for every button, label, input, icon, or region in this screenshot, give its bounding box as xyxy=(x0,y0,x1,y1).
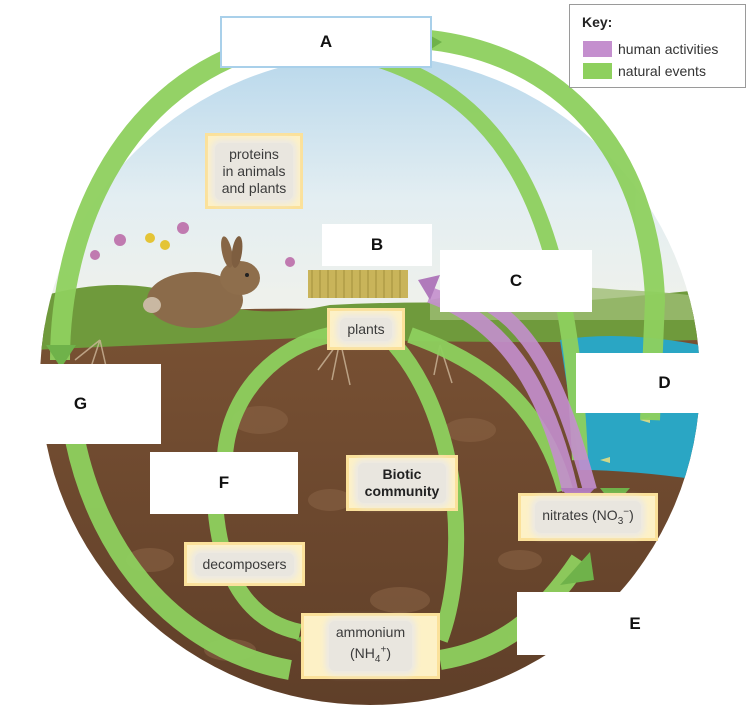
ammonium-formula: (NH4+) xyxy=(350,644,391,665)
human-activities-label: human activities xyxy=(618,41,719,57)
decomposers-label: decomposers xyxy=(184,542,305,586)
legend-key: Key: human activities natural events xyxy=(569,4,746,88)
blank-a[interactable]: A xyxy=(220,16,432,68)
decomposers-text: decomposers xyxy=(202,555,287,572)
blank-c[interactable]: C xyxy=(440,250,592,312)
nitrates-formula: nitrates (NO3−) xyxy=(542,506,634,528)
proteins-line-3: and plants xyxy=(221,179,287,196)
ammonium-line-1: ammonium xyxy=(335,624,406,641)
rabbit xyxy=(143,236,260,328)
biotic-line-2: community xyxy=(364,483,440,499)
proteins-line-2: in animals xyxy=(222,162,286,179)
biotic-line-1: Biotic xyxy=(382,466,422,482)
blank-f[interactable]: F xyxy=(150,452,298,514)
natural-events-label: natural events xyxy=(618,63,706,79)
proteins-line-1: proteins xyxy=(229,145,279,162)
human-activities-swatch xyxy=(583,41,612,57)
biotic-community-label: Biotic community xyxy=(346,455,458,511)
natural-events-swatch xyxy=(583,63,612,79)
proteins-label: proteins in animals and plants xyxy=(205,133,303,209)
legend-title: Key: xyxy=(582,14,613,30)
nitrates-label: nitrates (NO3−) xyxy=(518,493,658,541)
blank-g[interactable]: G xyxy=(0,364,161,444)
blank-b[interactable]: B xyxy=(322,224,432,266)
blank-d[interactable]: D xyxy=(576,353,753,413)
blank-e[interactable]: E xyxy=(517,592,753,655)
plants-text: plants xyxy=(347,320,385,337)
natural-event-arrows xyxy=(50,30,666,680)
ammonium-label: ammonium (NH4+) xyxy=(301,613,440,679)
plants-label: plants xyxy=(327,308,405,350)
